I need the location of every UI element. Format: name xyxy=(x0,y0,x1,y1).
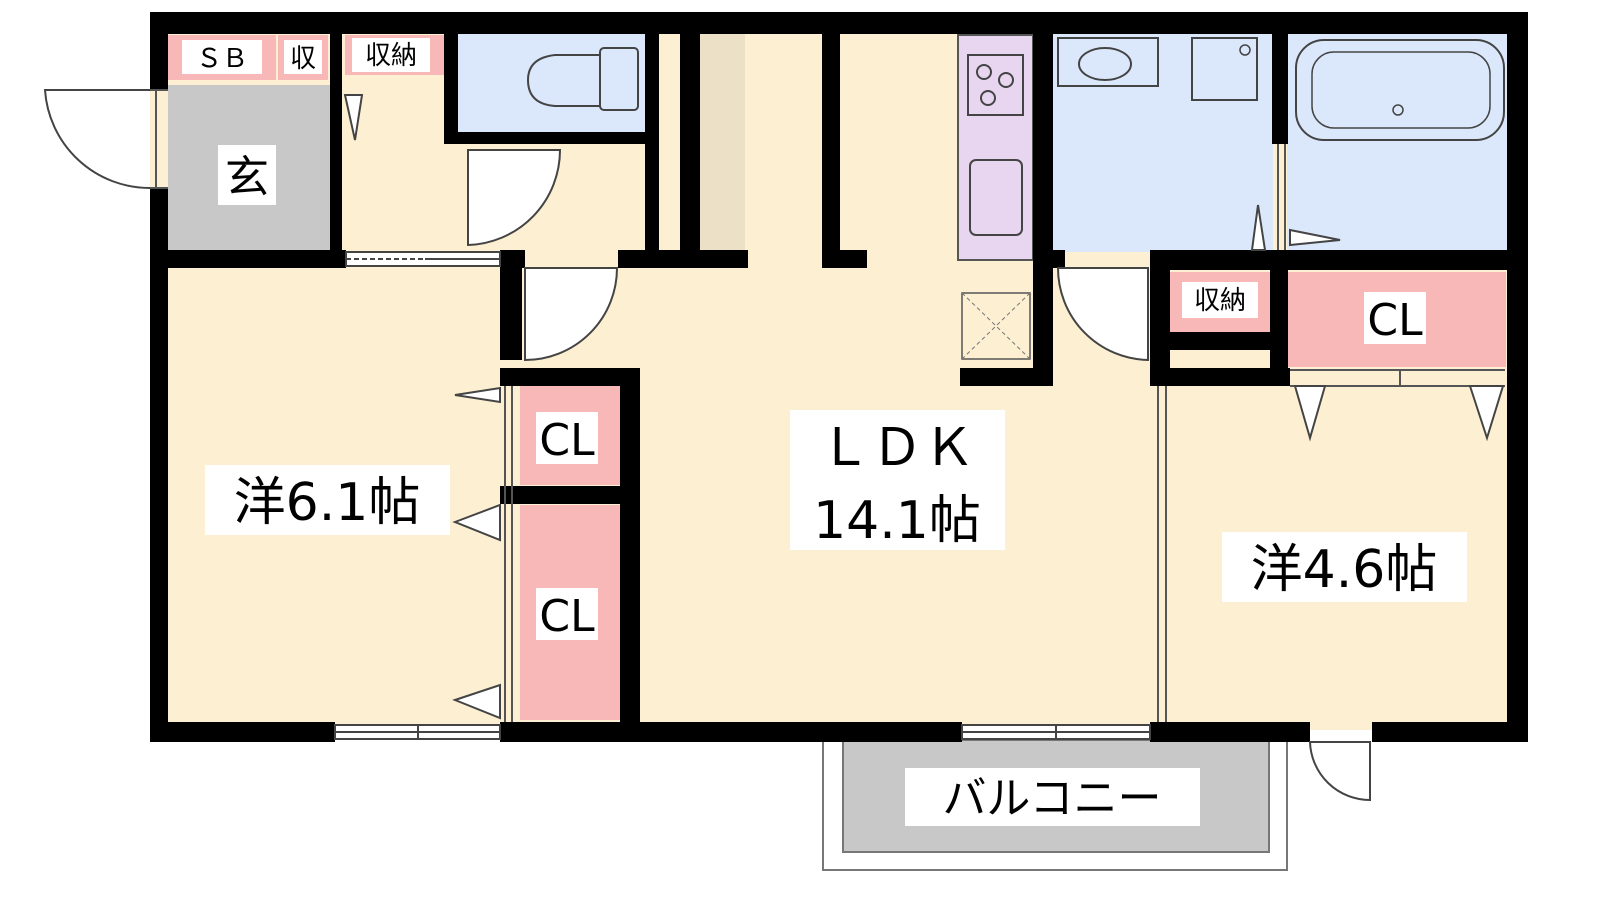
closet-door xyxy=(452,683,501,720)
wall-ldk-pillar-foot xyxy=(822,250,867,268)
wall-kitchen-right xyxy=(1033,34,1053,386)
wall-toilet-left xyxy=(444,34,458,144)
label-bg xyxy=(790,410,1005,550)
wall-storage-right xyxy=(1270,250,1288,385)
ldk-name-label: ＬＤＫ xyxy=(819,418,975,478)
closet-right-label: CL xyxy=(1367,295,1423,346)
doors xyxy=(43,89,1505,802)
label-bg xyxy=(284,40,322,74)
wall-left-room-top-a xyxy=(168,250,346,268)
balcony-label: バルコニー xyxy=(942,773,1161,824)
wall-closet-mid xyxy=(500,486,640,504)
wall-wet-bottom-a xyxy=(1053,250,1065,268)
storage-right-label: 収納 xyxy=(1194,286,1246,316)
western-left-label: 洋6.1帖 xyxy=(234,473,421,533)
closet-door xyxy=(454,386,501,404)
wall-closet-left xyxy=(500,250,522,360)
label-bg xyxy=(1364,292,1426,344)
burner xyxy=(998,72,1014,88)
hall-strip xyxy=(700,30,745,250)
balcony-door xyxy=(1308,741,1371,802)
washer-drain xyxy=(1239,44,1251,56)
storage-top-label: 収納 xyxy=(365,41,417,71)
wall-wash-bath xyxy=(1272,34,1288,144)
storage-door xyxy=(343,94,364,141)
bathtub xyxy=(1295,39,1505,141)
label-bg xyxy=(536,412,598,464)
closet-left-lower-label: CL xyxy=(539,591,595,642)
label-bg xyxy=(1222,532,1467,602)
small-storage-label: 収 xyxy=(290,44,316,74)
stove xyxy=(967,54,1024,116)
outer-wall-top xyxy=(150,12,1528,34)
wall-ldk-pillar xyxy=(822,34,840,268)
ldk-size-label: 14.1帖 xyxy=(813,491,981,551)
kitchen-sink xyxy=(969,159,1023,236)
outer-wall-left-upper xyxy=(150,12,168,90)
wall-right-room-left xyxy=(1150,250,1170,385)
label-bg xyxy=(218,145,276,205)
wall-entrance-right xyxy=(330,34,342,250)
windows xyxy=(334,251,1151,740)
wall-toilet-right xyxy=(645,34,659,268)
burner xyxy=(980,90,996,106)
label-bg xyxy=(352,38,430,72)
fridge-x xyxy=(961,292,1031,360)
label-bg xyxy=(1182,282,1258,318)
label-bg xyxy=(205,465,450,535)
label-bg xyxy=(536,588,598,640)
outer-wall-bottom-a xyxy=(150,722,335,742)
wall-storage-mid xyxy=(1170,332,1288,350)
burner xyxy=(976,64,992,80)
tub-drain xyxy=(1392,104,1404,116)
label-bg xyxy=(182,40,262,74)
washroom-door xyxy=(1056,267,1149,362)
toilet-bowl xyxy=(526,54,601,107)
outer-wall-bottom-c xyxy=(1150,722,1310,742)
wall-toilet-bottom xyxy=(444,132,654,144)
wall-closet-right xyxy=(620,368,640,738)
bathroom-door xyxy=(1250,204,1267,251)
outer-wall-right xyxy=(1507,12,1528,742)
closet-door xyxy=(1293,385,1327,442)
wall-wet-bottom-b xyxy=(1150,250,1528,270)
washbasin xyxy=(1057,37,1159,87)
front-door xyxy=(43,89,151,190)
outer-wall-left-lower xyxy=(150,188,168,742)
outer-wall-bottom-d xyxy=(1372,722,1528,742)
washer-space xyxy=(1191,37,1258,101)
wall-right-room-top xyxy=(1150,368,1290,386)
wall-kitchen-foot xyxy=(960,368,1053,386)
label-bg xyxy=(905,768,1200,826)
wall-closet-top xyxy=(500,368,640,386)
bathtub-inner xyxy=(1311,51,1491,129)
walls xyxy=(150,12,1528,742)
bathroom-door-2 xyxy=(1289,228,1341,247)
toilet-door xyxy=(467,149,562,247)
basin-bowl xyxy=(1078,47,1132,81)
western-right-label: 洋4.6帖 xyxy=(1251,540,1438,600)
shoe-box-label: ＳＢ xyxy=(196,44,248,74)
closet-door xyxy=(1468,385,1505,442)
fridge-space xyxy=(961,292,1031,360)
outer-wall-bottom-b xyxy=(500,722,962,742)
left-room-door xyxy=(524,267,619,362)
closet-left-upper-label: CL xyxy=(539,415,595,466)
closet-door xyxy=(452,503,501,542)
fridge-x xyxy=(961,292,1031,360)
entrance-label: 玄 xyxy=(225,152,269,203)
wall-duct xyxy=(680,34,700,268)
toilet-tank xyxy=(599,47,639,111)
